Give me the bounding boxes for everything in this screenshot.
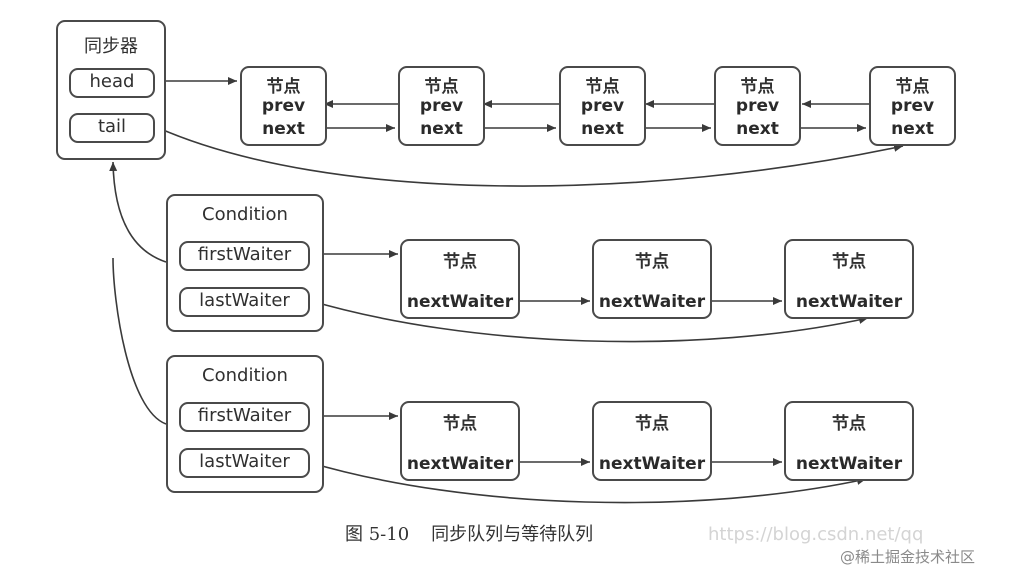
next-waiter-field: nextWaiter [795, 454, 903, 474]
prev-field: prev [890, 96, 935, 116]
next-waiter-field: nextWaiter [598, 454, 706, 474]
waiter-node: 节点 nextWaiter [784, 239, 914, 319]
head-field: head [69, 68, 155, 98]
next-waiter-field: nextWaiter [795, 292, 903, 312]
node-title: 节点 [585, 77, 620, 97]
node-title: 节点 [895, 77, 930, 97]
condition-title: Condition [202, 365, 288, 386]
condition-box: Condition firstWaiter lastWaiter [166, 355, 324, 493]
tail-arrow [153, 125, 904, 187]
waiter-node: 节点 nextWaiter [592, 401, 712, 481]
c1-last-arrow [307, 299, 869, 343]
next-field: next [581, 119, 624, 139]
waiter-node: 节点 nextWaiter [592, 239, 712, 319]
condition-2-link [112, 257, 167, 425]
first-waiter-field: firstWaiter [179, 402, 310, 432]
figure-caption: 图 5-10 同步队列与等待队列 [345, 520, 615, 546]
figure-text: 同步队列与等待队列 [431, 524, 594, 545]
node-title: 节点 [443, 252, 477, 272]
next-field: next [891, 119, 934, 139]
node-title: 节点 [832, 414, 866, 434]
condition-title: Condition [202, 204, 288, 225]
sync-node: 节点 prev next [240, 66, 327, 146]
synchronizer-title: 同步器 [84, 36, 138, 57]
next-field: next [736, 119, 779, 139]
first-waiter-field: firstWaiter [179, 241, 310, 271]
sync-node: 节点 prev next [559, 66, 646, 146]
waiter-node: 节点 nextWaiter [400, 401, 520, 481]
sync-node: 节点 prev next [869, 66, 956, 146]
prev-field: prev [735, 96, 780, 116]
watermark-url: https://blog.csdn.net/qq [708, 524, 924, 545]
node-title: 节点 [635, 414, 669, 434]
next-waiter-field: nextWaiter [598, 292, 706, 312]
waiter-node: 节点 nextWaiter [400, 239, 520, 319]
condition-box: Condition firstWaiter lastWaiter [166, 194, 324, 332]
prev-field: prev [261, 96, 306, 116]
node-title: 节点 [832, 252, 866, 272]
synchronizer-box: 同步器 head tail [56, 20, 166, 160]
node-title: 节点 [266, 77, 301, 97]
node-title: 节点 [424, 77, 459, 97]
figure-number: 图 5-10 [345, 524, 410, 545]
next-field: next [262, 119, 305, 139]
c2-last-arrow [307, 461, 867, 504]
next-field: next [420, 119, 463, 139]
prev-field: prev [419, 96, 464, 116]
sync-node: 节点 prev next [714, 66, 801, 146]
last-waiter-field: lastWaiter [179, 287, 310, 317]
sync-node: 节点 prev next [398, 66, 485, 146]
node-title: 节点 [635, 252, 669, 272]
prev-field: prev [580, 96, 625, 116]
tail-field: tail [69, 113, 155, 143]
node-title: 节点 [443, 414, 477, 434]
last-waiter-field: lastWaiter [179, 448, 310, 478]
condition-1-link [109, 161, 167, 263]
watermark: @稀土掘金技术社区 [840, 548, 976, 566]
next-waiter-field: nextWaiter [406, 292, 514, 312]
waiter-node: 节点 nextWaiter [784, 401, 914, 481]
next-waiter-field: nextWaiter [406, 454, 514, 474]
node-title: 节点 [740, 77, 775, 97]
